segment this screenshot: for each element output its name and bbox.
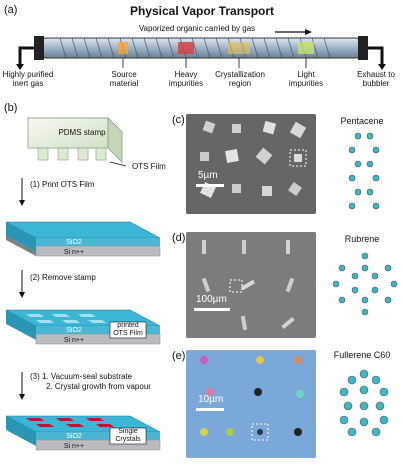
scale-bar-c bbox=[196, 184, 224, 187]
process-schematic bbox=[5, 117, 161, 451]
flow-text: Vaporized organic carried by gas bbox=[138, 24, 256, 33]
step-1-text: (1) Print OTS Film bbox=[30, 180, 95, 189]
panel-b-label: (b) bbox=[4, 102, 18, 114]
label-pdms-stamp: PDMS stamp bbox=[58, 128, 106, 137]
label-source: Source material bbox=[109, 70, 139, 88]
step-3b-text: 2. Crystal growth from vapour bbox=[46, 382, 151, 391]
molecule-name-rubrene: Rubrene bbox=[344, 234, 380, 244]
sem-image-rubrene: 100µm bbox=[186, 232, 316, 338]
molecule-name-pentacene: Pentacene bbox=[340, 116, 384, 126]
scale-label-d: 100µm bbox=[196, 294, 227, 305]
panel-c-label: (c) bbox=[172, 114, 185, 126]
label-heavy: Heavy impurities bbox=[168, 70, 204, 88]
label-sio2-1: SiO2 bbox=[66, 239, 82, 246]
panel-a-label: (a) bbox=[4, 4, 18, 16]
label-sio2-3: SiO2 bbox=[66, 433, 82, 440]
label-inert-gas: Highly purified inert gas bbox=[2, 70, 54, 88]
scale-label-c: 5µm bbox=[198, 170, 218, 181]
light-zone bbox=[298, 42, 314, 54]
c60-structure bbox=[339, 369, 389, 437]
label-ots-film: OTS Film bbox=[132, 162, 166, 171]
label-printed-ots: printed OTS Film bbox=[113, 322, 143, 337]
panel-e-label: (e) bbox=[172, 350, 186, 362]
scale-label-e: 10µm bbox=[198, 394, 224, 405]
label-si-2: Si n++ bbox=[63, 337, 85, 344]
right-cap bbox=[358, 36, 368, 60]
label-sio2-2: SiO2 bbox=[66, 327, 82, 334]
cryst-zone bbox=[228, 42, 250, 54]
molecule-name-c60: Fullerene C60 bbox=[333, 350, 391, 360]
step-2-text: (2) Remove stamp bbox=[30, 273, 96, 282]
label-cryst: Crystallization region bbox=[215, 70, 265, 88]
label-si-1: Si n++ bbox=[63, 249, 85, 256]
label-exhaust: Exhaust to bubbler bbox=[357, 70, 395, 88]
label-light: Light impurities bbox=[288, 70, 324, 88]
rubrene-structure bbox=[332, 252, 398, 316]
scale-bar-d bbox=[194, 308, 230, 311]
sem-image-pentacene: 5µm bbox=[186, 114, 316, 214]
scale-bar-e bbox=[196, 408, 224, 411]
source-zone bbox=[118, 42, 128, 54]
optical-image-c60: 10µm bbox=[186, 350, 316, 458]
panel-d-label: (d) bbox=[172, 232, 186, 244]
label-single-crystals: Single Crystals bbox=[115, 428, 141, 443]
pentacene-structure bbox=[348, 132, 380, 210]
step-3a-text: (3) 1. Vacuum-seal substrate bbox=[30, 372, 133, 381]
figure-title: Physical Vapor Transport bbox=[129, 4, 275, 18]
label-si-3: Si n++ bbox=[63, 443, 85, 450]
left-cap bbox=[34, 36, 44, 60]
pvt-tube-diagram bbox=[16, 29, 386, 70]
heavy-zone bbox=[178, 42, 194, 54]
